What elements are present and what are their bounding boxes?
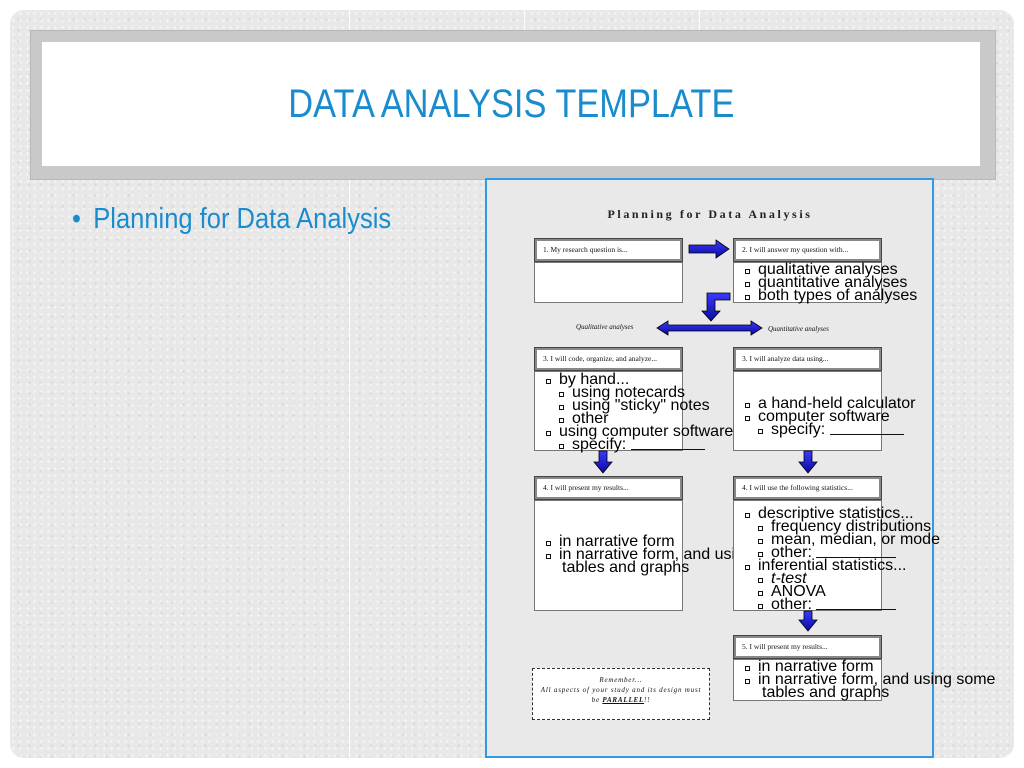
qual-analysis-label: 3. I will code, organize, and analyze... [543, 354, 657, 363]
remember-line: be PARALLEL!! [591, 696, 651, 704]
qualitative-branch-label: Qualitative analyses [576, 323, 634, 331]
fill-in-line [630, 449, 705, 450]
quantitative-branch-label: Quantitative analyses [768, 325, 829, 333]
checkbox-option: using computer software... [546, 424, 747, 440]
checkbox-icon [758, 429, 763, 434]
checkbox-icon [745, 416, 750, 421]
remember-line: All aspects of your study and its design… [540, 686, 702, 694]
qual-analysis-body [534, 371, 683, 451]
checkbox-option: mean, median, or mode [758, 532, 940, 548]
checkbox-option: other [559, 411, 608, 427]
checkbox-icon [745, 679, 750, 684]
answer-method-body [733, 262, 882, 303]
checkbox-icon [559, 444, 564, 449]
checkbox-icon [559, 392, 564, 397]
checkbox-icon [745, 666, 750, 671]
checkbox-icon [758, 526, 763, 531]
bullet-text: Planning for Data Analysis [93, 203, 392, 235]
checkbox-option: by hand... [546, 372, 629, 388]
checkbox-option: in narrative form [546, 534, 675, 550]
checkbox-option: quantitative analyses [745, 275, 907, 291]
research-question-header: 1. My research question is... [534, 238, 683, 262]
checkbox-icon [758, 552, 763, 557]
quant-analysis-header: 3. I will analyze data using... [733, 347, 882, 371]
qual-results-label: 4. I will present my results... [543, 483, 629, 492]
bullet-item: • Planning for Data Analysis [72, 203, 391, 236]
checkbox-option: using "sticky" notes [559, 398, 710, 414]
checkbox-icon [546, 379, 551, 384]
research-question-label: 1. My research question is... [543, 245, 628, 254]
answer-method-header: 2. I will answer my question with... [733, 238, 882, 262]
checkbox-icon [745, 295, 750, 300]
checkbox-icon [745, 403, 750, 408]
checkbox-icon [745, 269, 750, 274]
quant-statistics-header: 4. I will use the following statistics..… [733, 476, 882, 500]
title-box: DATA ANALYSIS TEMPLATE [42, 42, 980, 166]
checkbox-icon [758, 539, 763, 544]
quant-results-label: 5. I will present my results... [742, 642, 828, 651]
checkbox-option: using notecards [559, 385, 685, 401]
checkbox-icon [559, 418, 564, 423]
checkbox-option: other: [758, 597, 897, 613]
checkbox-icon [546, 431, 551, 436]
checkbox-option: computer software [745, 409, 890, 425]
checkbox-option: specify: [559, 437, 705, 453]
checkbox-icon [546, 541, 551, 546]
checkbox-option: qualitative analyses [745, 262, 898, 278]
checkbox-option: frequency distributions [758, 519, 931, 535]
quant-statistics-label: 4. I will use the following statistics..… [742, 483, 853, 492]
qual-results-body [534, 500, 683, 611]
checkbox-icon [758, 604, 763, 609]
fill-in-line [816, 557, 897, 558]
bullet-dot: • [72, 203, 81, 235]
checkbox-option: ANOVA [758, 584, 826, 600]
qual-results-header: 4. I will present my results... [534, 476, 683, 500]
background-divider [349, 10, 350, 758]
remember-note: Remember... All aspects of your study an… [532, 668, 710, 720]
fill-in-line [816, 609, 897, 610]
checkbox-option: descriptive statistics... [745, 506, 914, 522]
checkbox-option: specify: [758, 422, 904, 438]
checkbox-option: a hand-held calculator [745, 396, 915, 412]
fill-in-line [829, 434, 904, 435]
checkbox-icon [758, 591, 763, 596]
parallel-emphasis: PARALLEL [602, 696, 645, 704]
answer-method-label: 2. I will answer my question with... [742, 245, 849, 254]
checkbox-icon [745, 282, 750, 287]
quant-statistics-body [733, 500, 882, 611]
remember-line: Remember... [599, 676, 643, 684]
quant-results-header: 5. I will present my results... [733, 635, 882, 659]
checkbox-option: inferential statistics... [745, 558, 907, 574]
quant-results-body [733, 659, 882, 701]
checkbox-option: in narrative form [745, 659, 874, 675]
checkbox-icon [559, 405, 564, 410]
quant-analysis-body [733, 371, 882, 451]
checkbox-option: both types of analyses [745, 288, 917, 304]
checkbox-option: in narrative form, and using some [745, 672, 995, 688]
qual-analysis-header: 3. I will code, organize, and analyze... [534, 347, 683, 371]
research-question-body [534, 262, 683, 303]
slide-title: DATA ANALYSIS TEMPLATE [287, 81, 735, 126]
checkbox-icon [758, 578, 763, 583]
checkbox-option: t-test [758, 571, 807, 587]
checkbox-icon [745, 565, 750, 570]
option-continuation: tables and graphs [562, 559, 690, 576]
checkbox-icon [546, 554, 551, 559]
quant-analysis-label: 3. I will analyze data using... [742, 354, 829, 363]
document-title: Planning for Data Analysis [607, 207, 813, 221]
option-continuation: tables and graphs [762, 684, 890, 701]
checkbox-option: other: [758, 545, 897, 561]
checkbox-icon [745, 513, 750, 518]
